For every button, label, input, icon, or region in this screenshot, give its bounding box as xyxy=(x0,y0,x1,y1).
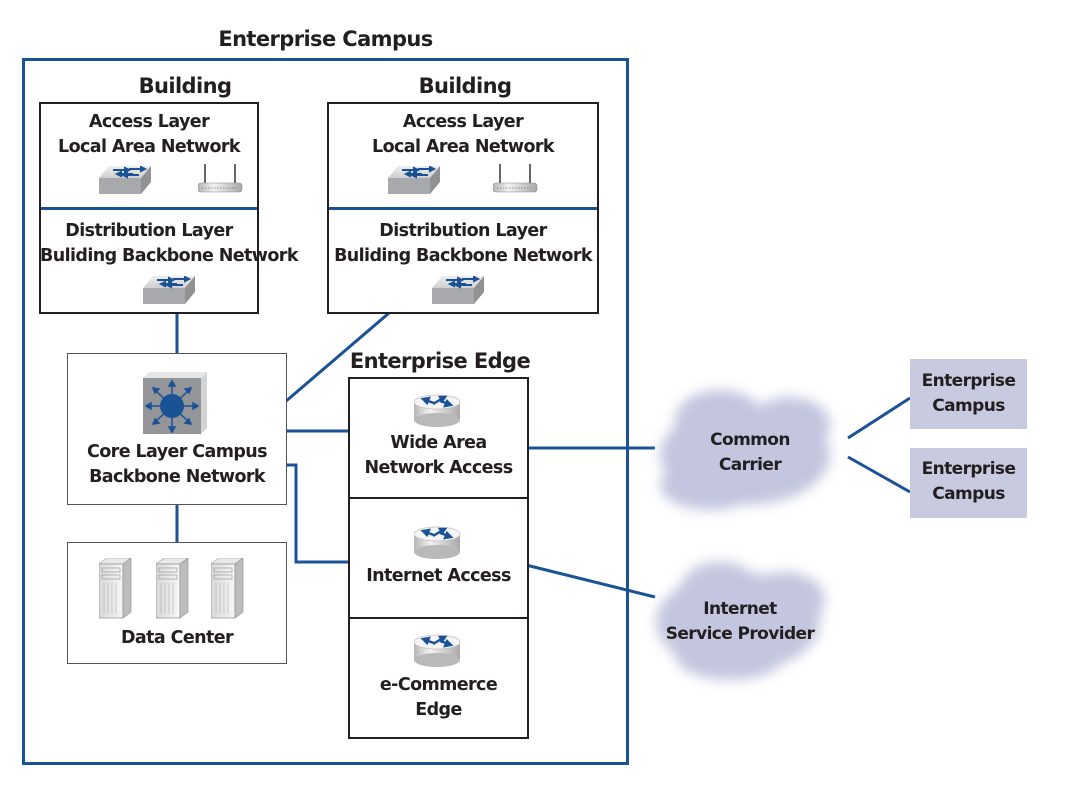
edge-module-ecommerce: e-Commerce Edge xyxy=(350,673,527,723)
common-carrier-label: Common Carrier xyxy=(660,428,840,478)
remote-campus-line: Enterprise xyxy=(921,459,1016,479)
cloud-label-line: Common xyxy=(710,430,790,450)
layer-divider xyxy=(329,207,597,210)
link-building2-core xyxy=(284,311,390,404)
remote-enterprise-campus xyxy=(910,448,1027,518)
distribution-layer-label: Distribution Layer Buliding Backbone Net… xyxy=(40,219,298,269)
access-layer-title: Access Layer xyxy=(88,112,210,132)
router-icon xyxy=(414,634,462,669)
distribution-layer-subtitle: Buliding Backbone Network xyxy=(40,246,298,266)
access-layer-label: Access Layer Local Area Network xyxy=(40,110,258,160)
link-core-internet xyxy=(287,463,349,564)
link-carrier-campus1 xyxy=(847,396,911,440)
switch-icon xyxy=(99,166,152,195)
data-center-label: Data Center xyxy=(120,628,234,648)
remote-enterprise-campus xyxy=(910,359,1027,429)
edge-module-internet: Internet Access xyxy=(366,566,511,586)
module-divider xyxy=(350,617,527,619)
access-layer-title: Access Layer xyxy=(402,112,524,132)
remote-campus-label: Enterprise Campus xyxy=(910,369,1027,419)
server-icon xyxy=(211,558,244,619)
cloud-internet-service-provider xyxy=(656,562,825,680)
enterprise-edge-heading: Enterprise Edge xyxy=(349,349,531,373)
remote-campus-line: Enterprise xyxy=(921,371,1016,391)
link-internet-isp xyxy=(525,563,656,599)
edge-module-wan: Wide Area Network Access xyxy=(350,431,527,481)
wan-title: Wide Area xyxy=(390,433,487,453)
link-carrier-campus2 xyxy=(847,455,911,494)
wireless-router-icon xyxy=(198,164,243,193)
server-icon xyxy=(156,558,189,619)
layer-divider xyxy=(41,207,257,210)
core-layer-label: Core Layer Campus Backbone Network xyxy=(68,440,286,490)
access-layer-subtitle: Local Area Network xyxy=(58,137,241,157)
remote-campus-line: Campus xyxy=(932,484,1005,504)
switch-icon xyxy=(143,276,196,305)
module-divider xyxy=(350,497,527,499)
ecommerce-title: e-Commerce xyxy=(379,675,498,695)
distribution-layer-title: Distribution Layer xyxy=(379,221,547,241)
switch-icon xyxy=(388,166,441,195)
switch-icon xyxy=(432,276,485,305)
wan-subtitle: Network Access xyxy=(364,458,513,478)
core-layer-subtitle: Backbone Network xyxy=(89,467,265,487)
distribution-layer-label: Distribution Layer Buliding Backbone Net… xyxy=(328,219,598,269)
cloud-label-line: Service Provider xyxy=(665,624,815,644)
remote-campus-line: Campus xyxy=(932,396,1005,416)
router-icon xyxy=(414,526,462,561)
isp-label: Internet Service Provider xyxy=(650,597,830,647)
building-heading: Building xyxy=(138,74,232,98)
multilayer-switch-icon xyxy=(143,372,207,434)
server-icon xyxy=(99,558,132,619)
remote-campus-label: Enterprise Campus xyxy=(910,457,1027,507)
cloud-common-carrier xyxy=(660,390,830,510)
ecommerce-subtitle: Edge xyxy=(415,700,462,720)
distribution-layer-title: Distribution Layer xyxy=(65,221,233,241)
cloud-label-line: Carrier xyxy=(718,455,782,475)
enterprise-campus-boundary xyxy=(22,58,629,765)
distribution-layer-subtitle: Buliding Backbone Network xyxy=(334,246,592,266)
wireless-router-icon xyxy=(493,164,538,193)
diagram-title: Enterprise Campus xyxy=(218,27,433,51)
access-layer-label: Access Layer Local Area Network xyxy=(328,110,598,160)
access-layer-subtitle: Local Area Network xyxy=(372,137,555,157)
router-icon xyxy=(414,394,462,429)
core-layer-title: Core Layer Campus xyxy=(87,442,268,462)
cloud-label-line: Internet xyxy=(703,599,777,619)
building-heading: Building xyxy=(418,74,512,98)
